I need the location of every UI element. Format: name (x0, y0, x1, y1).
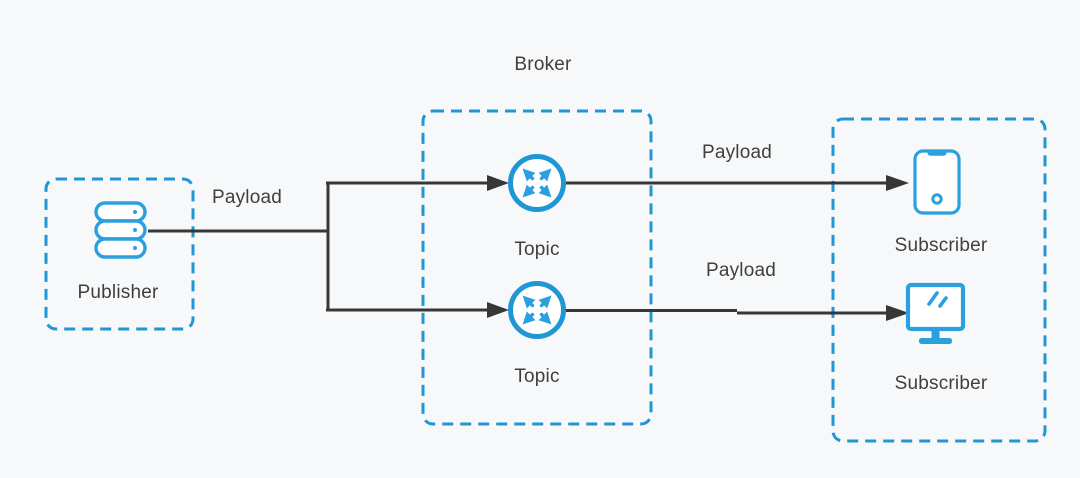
topic2-to-subscriber2-line (564, 309, 887, 315)
edge-label-payload-top: Payload (701, 142, 773, 163)
edge-label-payload-publisher: Payload (211, 187, 283, 208)
publisher-box (44, 177, 195, 331)
edge-label-payload-bottom: Payload (705, 260, 777, 281)
topic-label-2: Topic (514, 366, 560, 387)
publisher-label: Publisher (77, 282, 159, 303)
topic-label-1: Topic (514, 239, 560, 260)
router-icon (511, 284, 564, 337)
broker-box (421, 109, 653, 426)
monitor-icon (905, 282, 966, 344)
smartphone-icon (913, 149, 961, 215)
subscriber-label-1: Subscriber (894, 235, 988, 256)
broker-title: Broker (514, 54, 572, 75)
router-icon (511, 157, 564, 210)
arrowhead-to-topic1 (487, 175, 509, 191)
arrowhead-to-subscriber2 (886, 305, 909, 321)
subscriber-box (831, 117, 1047, 443)
subscriber-label-2: Subscriber (894, 373, 988, 394)
server-stack-icon (94, 201, 147, 259)
arrowhead-to-subscriber1 (886, 175, 909, 191)
arrowhead-to-topic2 (487, 302, 509, 318)
